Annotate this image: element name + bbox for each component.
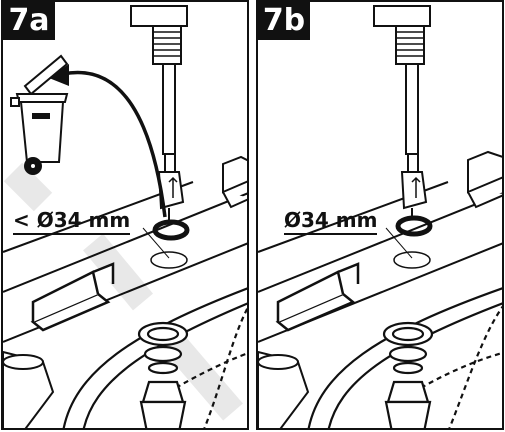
panel-label: 7a xyxy=(3,2,55,40)
drain-parts xyxy=(382,321,434,428)
panel-7a: 7a < Ø34 mm xyxy=(1,0,249,430)
valve-assembly xyxy=(130,5,188,222)
trash-bin-icon xyxy=(10,54,69,175)
curved-arrow-icon xyxy=(49,64,167,218)
valve-assembly xyxy=(373,5,431,220)
drain-parts xyxy=(137,321,189,428)
panel-label: 7b xyxy=(258,2,310,40)
mounting-hole xyxy=(150,251,188,269)
seal-ring xyxy=(152,219,190,241)
handle xyxy=(467,150,502,209)
panel-7b: 7b Ø34 mm xyxy=(256,0,504,430)
spout xyxy=(275,262,360,332)
spout xyxy=(30,262,115,332)
dimension-label: < Ø34 mm xyxy=(13,208,131,235)
seal-ring xyxy=(395,215,433,237)
handle xyxy=(222,155,247,209)
mounting-hole xyxy=(393,251,431,269)
left-fitting xyxy=(3,350,55,428)
dimension-label: Ø34 mm xyxy=(284,208,378,235)
panel-7b-drawing xyxy=(258,5,502,428)
panel-7a-drawing xyxy=(3,5,247,428)
left-fitting xyxy=(258,350,310,428)
